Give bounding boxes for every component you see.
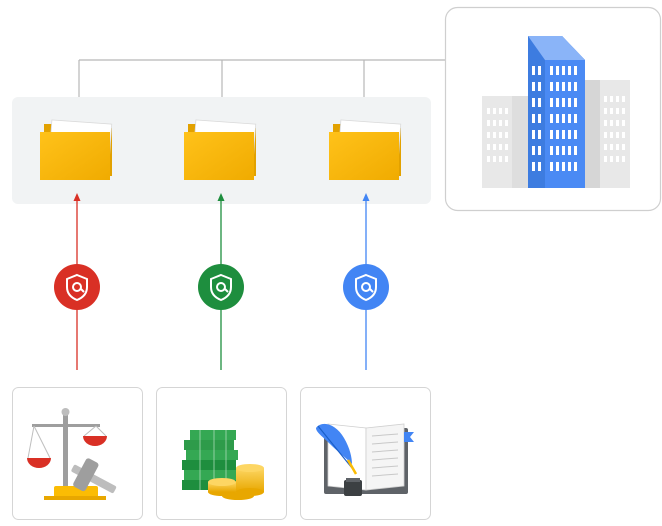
shield-lock-icon [66,273,88,302]
book-quill-pen-icon [316,423,414,496]
folder-1[interactable] [40,119,113,180]
office-building-icon [482,36,630,188]
source-card-legal[interactable] [12,387,143,520]
source-card-publishing[interactable] [300,387,431,520]
money-stack-coins-icon [182,430,264,500]
folder-3[interactable] [329,119,402,180]
shield-lock-icon [355,273,377,302]
shield-lock-icon [210,273,232,302]
folder-icon [40,119,113,180]
folder-2[interactable] [184,119,257,180]
folder-icon [184,119,257,180]
shield-badge-finance[interactable] [198,264,244,310]
organization-card[interactable] [444,6,662,212]
shield-badge-legal[interactable] [54,264,100,310]
source-card-finance[interactable] [156,387,287,520]
scales-of-justice-gavel-icon [27,408,117,500]
shield-badge-publishing[interactable] [343,264,389,310]
folder-icon [329,119,402,180]
